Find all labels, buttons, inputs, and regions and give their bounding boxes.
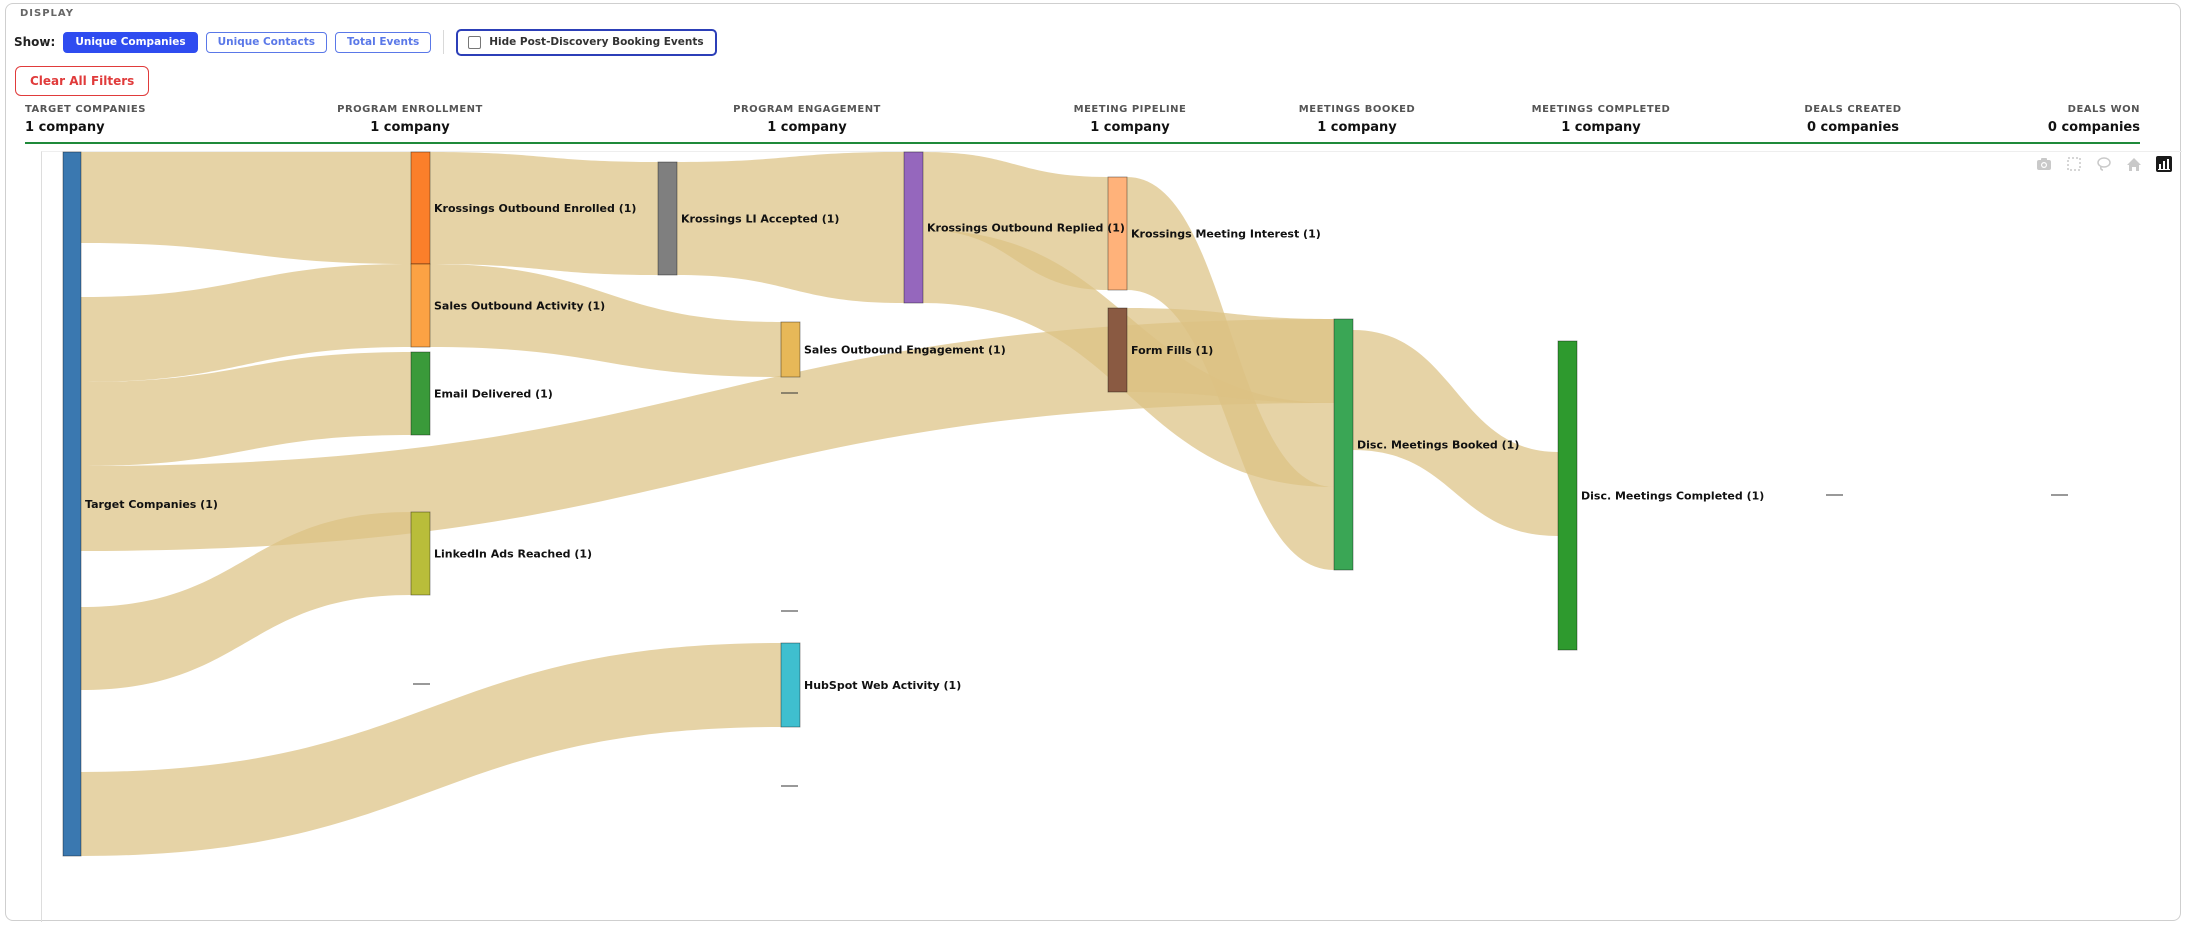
sankey-link-target-to-email_delivered[interactable] [81,352,411,466]
sankey-node-label-hubspot_web: HubSpot Web Activity (1) [804,679,961,692]
sankey-node-label-form_fills: Form Fills (1) [1131,344,1213,357]
sankey-link-target-to-outbound_enrolled[interactable] [81,152,411,264]
sankey-node-disc_completed[interactable] [1557,340,1578,651]
stage-count: 1 company [767,120,847,135]
stage-title: DEALS WON [2067,104,2140,115]
sankey-node-meeting_interest[interactable] [1107,176,1128,291]
sankey-node-target[interactable] [62,151,82,857]
stage-count: 1 company [370,120,450,135]
stage-count: 0 companies [2047,120,2140,135]
hide-post-discovery-toggle[interactable]: Hide Post-Discovery Booking Events [456,28,717,56]
sankey-node-label-linkedin_ads: LinkedIn Ads Reached (1) [434,548,592,561]
stage-count: 1 company [1090,120,1170,135]
toolbar-divider [443,30,445,54]
sankey-link-target-to-linkedin_ads[interactable] [81,512,411,690]
stage-title: MEETINGS BOOKED [1298,104,1416,115]
sankey-node-outbound_enrolled[interactable] [410,151,431,265]
empty-stage-markers [413,392,2068,787]
stage-title: PROGRAM ENGAGEMENT [733,104,881,115]
sankey-link-target-to-hubspot_web[interactable] [81,643,781,856]
stage-title: MEETINGS COMPLETED [1531,104,1671,115]
stage-meetings-completed[interactable]: MEETINGS COMPLETED 1 company [1532,104,1671,135]
stage-count: 1 company [25,120,105,135]
lasso-icon[interactable] [2095,155,2113,173]
sankey-node-li_accepted[interactable] [657,161,678,276]
stage-deals-created[interactable]: DEALS CREATED 0 companies [1804,104,1901,135]
sankey-node-label-email_delivered: Email Delivered (1) [434,388,553,401]
sankey-link-outbound_replied-to-meeting_interest[interactable] [923,152,1108,290]
hide-post-discovery-label: Hide Post-Discovery Booking Events [489,36,704,48]
stage-count: 0 companies [1806,120,1900,135]
sankey-node-label-outbound_replied: Krossings Outbound Replied (1) [927,222,1125,235]
sankey-nodes [62,151,1578,857]
sankey-link-form_fills-to-disc_booked[interactable] [1127,308,1334,403]
sankey-node-label-disc_completed: Disc. Meetings Completed (1) [1581,490,1764,503]
total-events-button[interactable]: Total Events [334,31,432,53]
sankey-node-disc_booked[interactable] [1333,318,1354,571]
show-toolbar: Show: Unique Companies Unique Contacts T… [14,28,717,56]
home-icon[interactable] [2125,155,2143,173]
box-select-icon[interactable] [2065,155,2083,173]
stage-title: DEALS CREATED [1804,104,1902,115]
sankey-link-sales_activity-to-sales_engagement[interactable] [430,264,781,377]
plotly-logo-icon[interactable] [2155,155,2173,173]
stage-title: MEETING PIPELINE [1073,104,1187,115]
sankey-node-form_fills[interactable] [1107,307,1128,393]
stage-deals-won[interactable]: DEALS WON 0 companies [2048,104,2140,135]
show-label: Show: [14,35,56,49]
sankey-node-label-sales_activity: Sales Outbound Activity (1) [434,300,605,313]
sankey-link-target-to-sales_activity[interactable] [81,264,411,382]
sankey-node-linkedin_ads[interactable] [410,511,431,596]
sankey-node-label-sales_engagement: Sales Outbound Engagement (1) [804,344,1006,357]
chart-modebar [2023,155,2173,173]
stage-meeting-pipeline[interactable]: MEETING PIPELINE 1 company [1074,104,1187,135]
stage-program-enrollment[interactable]: PROGRAM ENROLLMENT 1 company [337,104,483,135]
stage-meetings-booked[interactable]: MEETINGS BOOKED 1 company [1299,104,1415,135]
sankey-node-sales_activity[interactable] [410,263,431,348]
camera-icon[interactable] [2035,155,2053,173]
stage-count: 1 company [1561,120,1641,135]
sankey-node-label-meeting_interest: Krossings Meeting Interest (1) [1131,228,1321,241]
stage-title: TARGET COMPANIES [25,104,146,115]
sankey-plot-area [41,151,2182,922]
clear-all-filters-button[interactable]: Clear All Filters [15,66,150,96]
sankey-node-label-outbound_enrolled: Krossings Outbound Enrolled (1) [434,202,636,215]
sankey-link-disc_booked-to-disc_completed[interactable] [1353,330,1558,536]
checkbox[interactable] [468,35,482,49]
section-label: DISPLAY [20,8,74,19]
sankey-node-email_delivered[interactable] [410,351,431,436]
sankey-node-sales_engagement[interactable] [780,321,801,378]
stage-program-engagement[interactable]: PROGRAM ENGAGEMENT 1 company [733,104,881,135]
unique-companies-button[interactable]: Unique Companies [63,31,198,53]
sankey-node-label-target: Target Companies (1) [85,498,218,511]
sankey-node-label-disc_booked: Disc. Meetings Booked (1) [1357,439,1519,452]
sankey-links [81,152,1558,856]
funnel-stage-header: TARGET COMPANIES 1 company PROGRAM ENROL… [25,104,2140,144]
sankey-link-target-to-disc_booked[interactable] [81,319,1334,551]
sankey-link-li_accepted-to-outbound_replied[interactable] [677,152,904,303]
sankey-link-outbound_enrolled-to-li_accepted[interactable] [430,152,658,275]
stage-target-companies[interactable]: TARGET COMPANIES 1 company [25,104,146,135]
stage-count: 1 company [1317,120,1397,135]
sankey-node-labels: Target Companies (1) Krossings Outbound E… [85,202,1764,692]
stage-title: PROGRAM ENROLLMENT [337,104,483,115]
sankey-node-outbound_replied[interactable] [903,151,924,304]
unique-contacts-button[interactable]: Unique Contacts [205,31,327,53]
sankey-node-hubspot_web[interactable] [780,642,801,728]
sankey-node-label-li_accepted: Krossings LI Accepted (1) [681,213,839,226]
